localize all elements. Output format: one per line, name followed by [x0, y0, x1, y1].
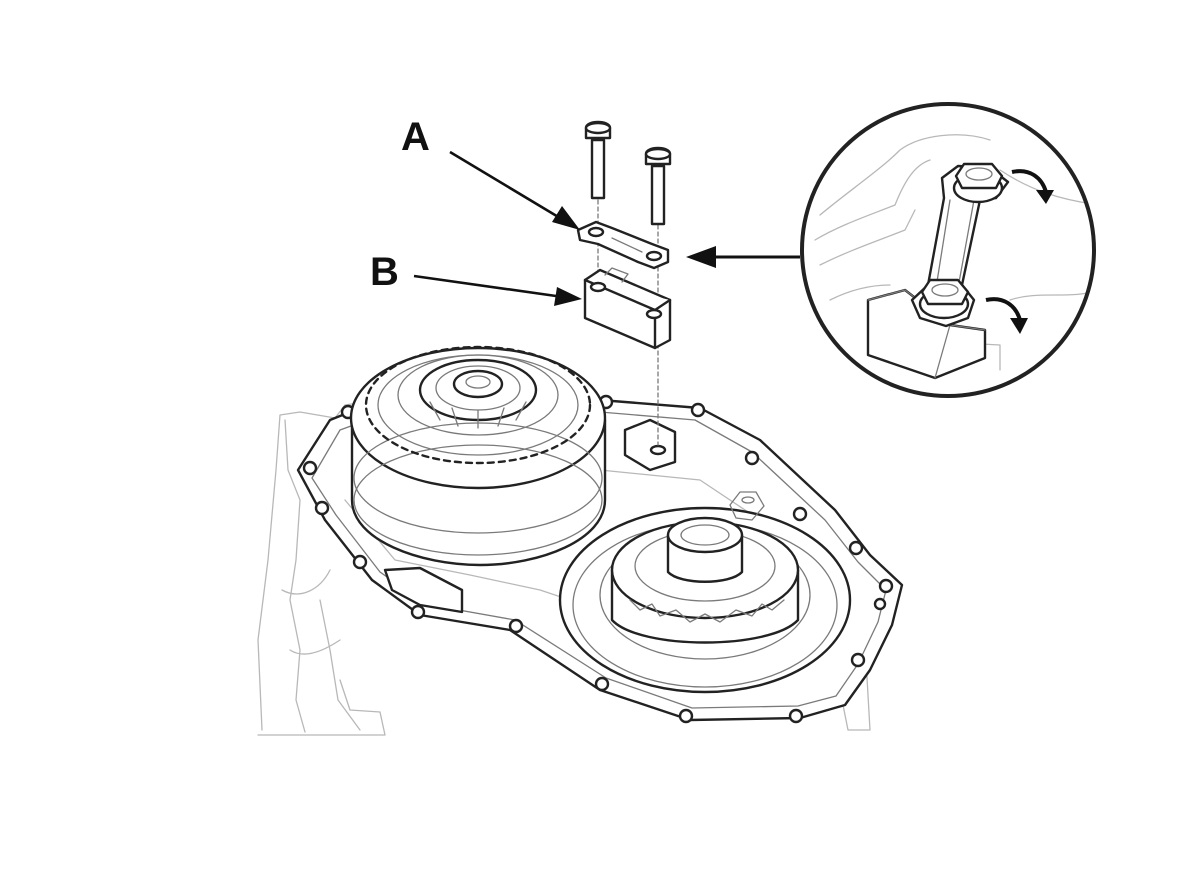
- differential-hub: [558, 491, 852, 694]
- block-b: [583, 267, 672, 350]
- callout-b: B: [370, 250, 582, 306]
- callout-label-a: A: [401, 115, 430, 159]
- plate-a: [576, 220, 670, 270]
- callout-a: A: [401, 115, 580, 230]
- bolt-icon: [584, 120, 612, 200]
- bolt-icon: [644, 146, 672, 226]
- flange-bolt-holes: [302, 394, 894, 724]
- detail-pointer-arrow: [686, 246, 800, 268]
- detail-view: [800, 102, 1096, 398]
- rotation-arrow-icon: [985, 297, 1028, 334]
- callout-label-b: B: [370, 250, 399, 294]
- clutch-drum: [349, 345, 607, 567]
- rotation-arrow-icon: [1011, 169, 1054, 204]
